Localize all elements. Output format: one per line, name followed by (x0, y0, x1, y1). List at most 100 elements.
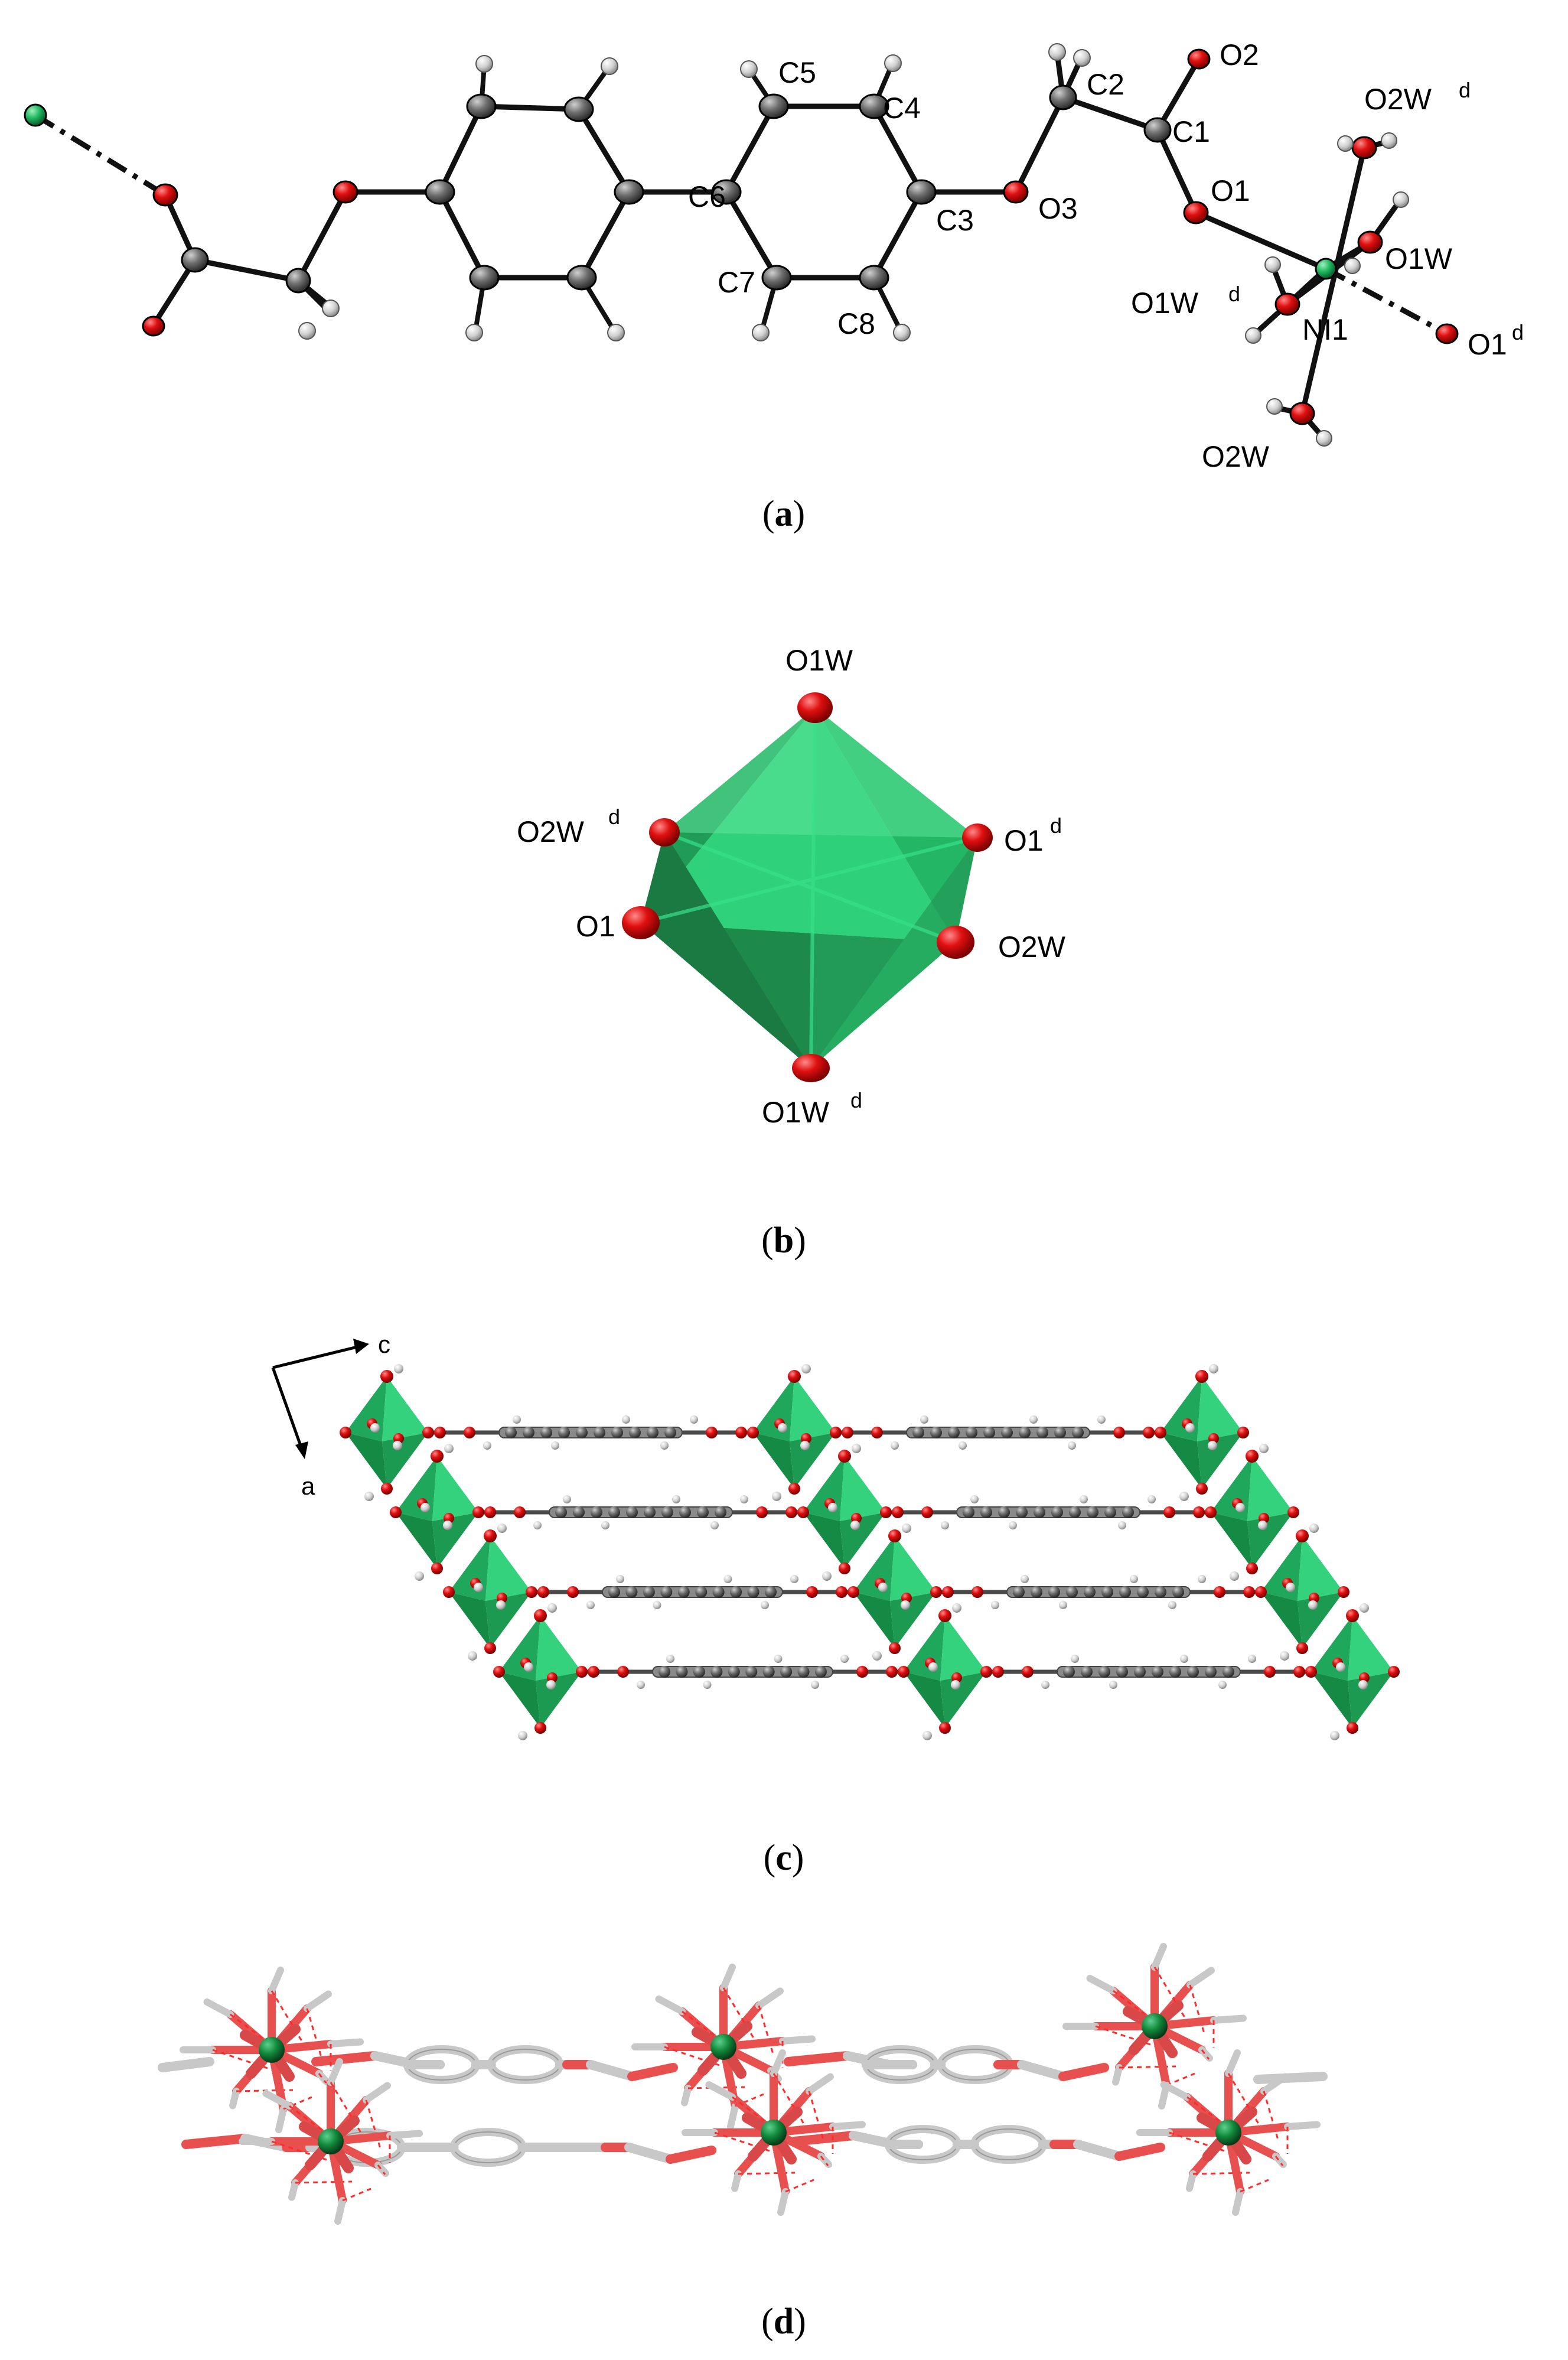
oxygen-atom (806, 1586, 818, 1598)
atom-label: O3 (1038, 192, 1078, 225)
oxygen-atom (886, 1666, 898, 1678)
hydrogen-atom (1148, 1495, 1156, 1503)
oxygen-atom-O1W (797, 692, 833, 723)
oxygen-atom (493, 1666, 505, 1678)
carbon-atom (1036, 1427, 1048, 1438)
octahedron-face (396, 1512, 437, 1568)
octahedron-face (753, 1376, 794, 1441)
octahedron-face (1197, 1376, 1243, 1441)
stick-bond (1017, 2060, 1068, 2081)
oxygen-atom (484, 1529, 497, 1542)
stick-bond (770, 2049, 786, 2077)
carbon-atom (762, 1666, 775, 1678)
carbon-atom (765, 1586, 777, 1598)
atom-label: C2 (1087, 68, 1124, 101)
hydrogen-atom (533, 1521, 542, 1529)
atom-label: O1 (1211, 174, 1250, 207)
carbon-atom (998, 1506, 1010, 1518)
oxygen-atom (898, 1666, 909, 1678)
hydrogen-atom (1393, 191, 1409, 208)
stick-bond (681, 2085, 692, 2107)
octahedron-face (1160, 1433, 1202, 1489)
carbon-atom (1119, 1586, 1131, 1598)
panel-a-dashed-bonds (34, 113, 1449, 336)
hydrogen-atom (1179, 1492, 1189, 1501)
hydrogen-atom (586, 1601, 595, 1609)
hydrogen-atom (1068, 1441, 1076, 1450)
hydrogen-atom (1041, 1681, 1049, 1689)
carbon-atom (1019, 1427, 1031, 1438)
stick-bond (386, 2130, 423, 2139)
panel-b-caption: (b) (761, 1220, 806, 1261)
hydrogen-atom (1360, 1603, 1369, 1613)
octahedron-face (1348, 1672, 1394, 1728)
hydrogen-atom (772, 1492, 781, 1501)
hydrogen-atom (1337, 135, 1354, 152)
hydrogen-atom (322, 300, 340, 317)
stick-bond (1160, 2081, 1191, 2101)
hydrogen-atom (1097, 1415, 1106, 1424)
stick-bond (304, 1990, 332, 2012)
oxygen-atom (1293, 1666, 1305, 1678)
stick-bond (627, 2063, 678, 2081)
d-chains (158, 1943, 1328, 2225)
hydrogen-atom (496, 1600, 506, 1610)
carbon-atom-C3 (906, 179, 937, 205)
atom-label: C4 (883, 92, 921, 125)
octahedron-face (536, 1672, 582, 1728)
carbon-atom (563, 96, 594, 122)
hydrogen-atom (601, 57, 618, 75)
oxygen-atom (617, 1666, 629, 1678)
hydrogen-atom (1029, 1415, 1038, 1424)
stick-bond (327, 2038, 364, 2047)
stick-bond (731, 2170, 742, 2192)
atom-label: C7 (718, 266, 755, 299)
carbon-atom (966, 1427, 977, 1438)
oxygen-atom (830, 1427, 842, 1438)
octahedron-face (1247, 1456, 1293, 1521)
carbon-atom (664, 1427, 676, 1438)
carbon-atom (608, 1586, 620, 1598)
octahedron-face (1261, 1592, 1302, 1648)
hydrogen-atom (1180, 1655, 1188, 1663)
oxygen-atom (889, 1642, 901, 1654)
hydrogen-bond (772, 2073, 810, 2133)
atom-label: O2W (1202, 440, 1270, 473)
axes-indicator (271, 1339, 369, 1459)
oxygen-atom (839, 1563, 850, 1574)
hydrogen-atom (893, 324, 911, 341)
stick-bond (1232, 2188, 1244, 2216)
panel-c: c a (c) (271, 1330, 1400, 1878)
oxygen-atom (838, 1450, 851, 1463)
hydrogen-atom (1080, 1495, 1088, 1503)
hydrogen-atom (1280, 1651, 1289, 1661)
octahedron-face (853, 1592, 895, 1648)
hydrogen-atom (1266, 398, 1283, 415)
hydrogen-atom (513, 1415, 521, 1424)
carbon-atom (1134, 1666, 1146, 1678)
stick-bond (1186, 2170, 1197, 2192)
hydrogen-atom (415, 1571, 424, 1581)
carbon-atom (1063, 1666, 1075, 1678)
carbon-atom (555, 1506, 567, 1518)
carbon-atom (626, 1506, 638, 1518)
hydrogen-bond (1119, 2065, 1176, 2069)
hydrogen-atom (298, 322, 316, 340)
oxygen-atom (972, 1586, 983, 1598)
hydrogen-atom (884, 54, 902, 72)
carbon-atom (1001, 1427, 1013, 1438)
hydrogen-atom (616, 1575, 624, 1583)
nickel-atom (1215, 2120, 1241, 2146)
hydrogen-atom (1259, 1444, 1269, 1453)
hydrogen-atom (740, 60, 758, 78)
hydrogen-atom (547, 1603, 557, 1613)
oxygen-atom (1338, 1586, 1349, 1598)
carbon-atom (1098, 1666, 1110, 1678)
carbon-atom-C4 (859, 93, 889, 119)
oxygen-atom (142, 315, 165, 337)
vertex-label: O1W (762, 1096, 830, 1129)
hydrogen-atom (1048, 43, 1066, 61)
axis-label-a: a (301, 1472, 315, 1500)
carbon-atom (660, 1586, 673, 1598)
oxygen-atom (434, 1427, 446, 1438)
